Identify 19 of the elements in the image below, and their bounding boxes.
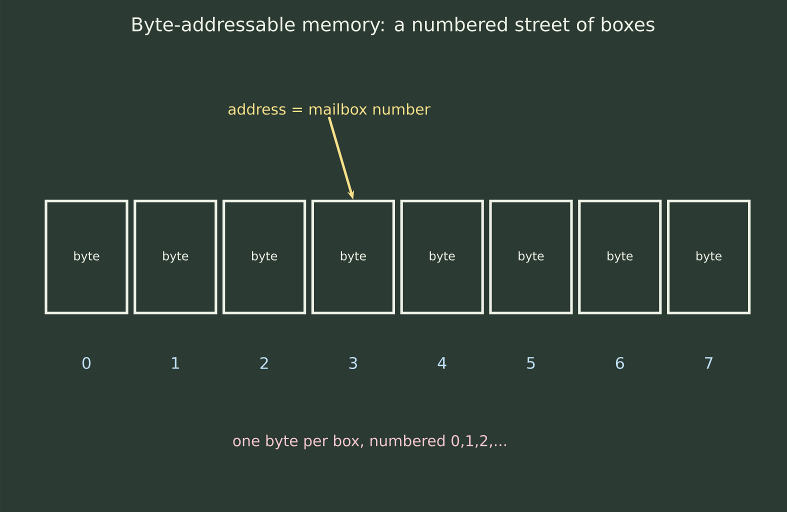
address-number: 3	[349, 356, 357, 370]
memory-box: byte	[44, 200, 128, 314]
memory-box: byte	[667, 200, 751, 314]
memory-box: byte	[311, 200, 395, 314]
address-number: 7	[705, 357, 713, 369]
caption: one byte per box, numbered 0,1,2,...	[233, 434, 506, 450]
address-number: 1	[172, 357, 179, 369]
address-number: 2	[260, 357, 268, 369]
memory-box: byte	[489, 200, 573, 314]
memory-box: byte	[134, 200, 218, 314]
annotation-text: address = mailbox number	[228, 103, 430, 115]
title: Byte-addressable memory: a numbered street of boxes	[132, 16, 654, 36]
memory-box: byte	[578, 200, 662, 314]
memory-box: byte	[222, 200, 306, 314]
memory-box: byte	[400, 200, 484, 314]
address-number: 6	[616, 356, 624, 370]
address-number: 0	[82, 356, 91, 370]
address-number: 5	[527, 357, 535, 369]
address-number: 4	[438, 357, 446, 369]
